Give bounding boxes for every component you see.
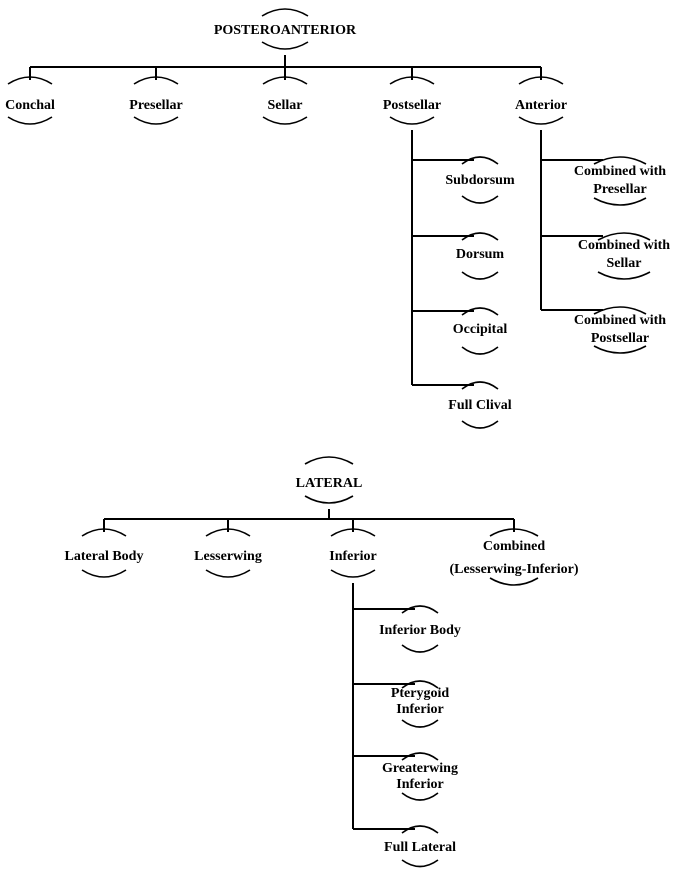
svg-text:(Lesserwing-Inferior): (Lesserwing-Inferior)	[449, 562, 578, 577]
svg-text:Postsellar: Postsellar	[591, 331, 649, 346]
node-inferior-body: Inferior Body	[379, 605, 461, 653]
svg-text:Inferior: Inferior	[396, 702, 443, 717]
node-lateral-body: Lateral Body	[65, 528, 144, 578]
root-arc-bottom	[261, 41, 309, 50]
svg-text:Combined: Combined	[483, 539, 545, 554]
svg-text:Presellar: Presellar	[129, 98, 182, 113]
lateral-arc-top	[304, 456, 354, 465]
node-presellar: Presellar	[129, 76, 183, 125]
node-subdorsum: Subdorsum	[445, 156, 515, 204]
svg-text:Combined with: Combined with	[578, 238, 670, 253]
node-full-lateral: Full Lateral	[384, 825, 456, 868]
node-pterygoid-inferior: Pterygoid Inferior	[391, 680, 450, 728]
node-lesserwing: Lesserwing	[194, 528, 262, 578]
svg-text:Dorsum: Dorsum	[456, 247, 505, 262]
svg-text:Subdorsum: Subdorsum	[445, 173, 515, 188]
svg-text:Conchal: Conchal	[5, 98, 55, 113]
node-combined-with-sellar: Combined with Sellar	[578, 232, 670, 280]
svg-text:Full Clival: Full Clival	[448, 398, 512, 413]
node-anterior: Anterior	[515, 76, 567, 125]
root-arc-top	[261, 8, 309, 17]
node-combined-with-presellar: Combined with Presellar	[574, 156, 666, 206]
lateral-tree: LATERAL Lateral Body Lesserwing Inferior…	[65, 456, 579, 868]
svg-text:Sellar: Sellar	[607, 256, 642, 271]
node-occipital: Occipital	[453, 307, 508, 355]
svg-text:Combined with: Combined with	[574, 313, 666, 328]
svg-text:Occipital: Occipital	[453, 322, 508, 337]
node-combined-lesserwing-inferior: Combined (Lesserwing-Inferior)	[449, 528, 579, 586]
svg-text:Combined with: Combined with	[574, 164, 666, 179]
svg-text:Pterygoid: Pterygoid	[391, 686, 450, 701]
node-sellar: Sellar	[262, 76, 308, 125]
svg-text:Anterior: Anterior	[515, 98, 567, 113]
node-inferior: Inferior	[329, 528, 377, 578]
lateral-title: LATERAL	[296, 476, 363, 491]
svg-text:Sellar: Sellar	[268, 98, 303, 113]
node-full-clival: Full Clival	[448, 381, 512, 429]
svg-text:Inferior: Inferior	[396, 777, 443, 792]
svg-text:Inferior Body: Inferior Body	[379, 623, 461, 638]
node-greaterwing-inferior: Greaterwing Inferior	[382, 752, 458, 801]
svg-text:Postsellar: Postsellar	[383, 98, 441, 113]
node-dorsum: Dorsum	[456, 232, 505, 280]
node-postsellar: Postsellar	[383, 76, 441, 125]
svg-text:Inferior: Inferior	[329, 549, 376, 564]
svg-text:Lateral Body: Lateral Body	[65, 549, 144, 564]
node-conchal: Conchal	[5, 76, 55, 125]
svg-text:Greaterwing: Greaterwing	[382, 761, 458, 776]
lateral-arc-bottom	[304, 495, 354, 504]
posteroanterior-tree: POSTEROANTERIOR Conchal Presellar Sellar	[5, 8, 670, 429]
svg-text:Presellar: Presellar	[593, 182, 646, 197]
node-combined-with-postsellar: Combined with Postsellar	[574, 306, 666, 354]
posteroanterior-title: POSTEROANTERIOR	[214, 23, 357, 38]
svg-text:Full Lateral: Full Lateral	[384, 840, 456, 855]
svg-text:Lesserwing: Lesserwing	[194, 549, 262, 564]
